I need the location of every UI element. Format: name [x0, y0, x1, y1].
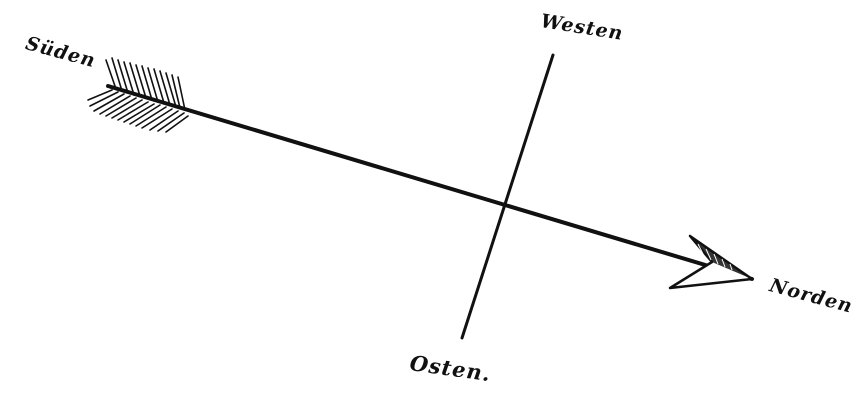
arrowhead — [670, 236, 752, 288]
arrow-shaft — [108, 86, 752, 279]
